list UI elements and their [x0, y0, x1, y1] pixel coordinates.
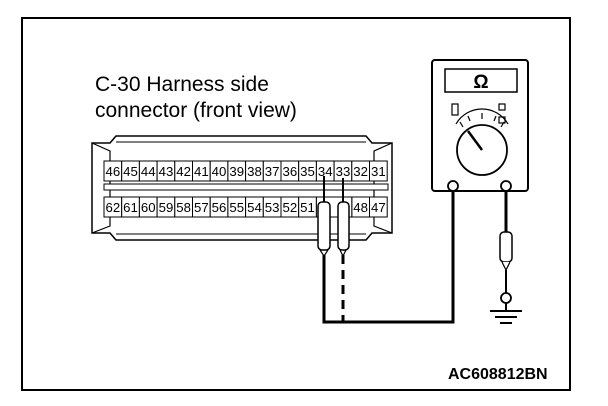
- ground-point: [500, 292, 512, 304]
- upper-row-terminal-label: 40: [212, 165, 227, 179]
- upper-row-terminal-label: 44: [141, 165, 156, 179]
- upper-row-terminal-label: 45: [123, 165, 138, 179]
- probe-solid-handle: [317, 201, 331, 251]
- upper-row-terminal-label: 41: [194, 165, 209, 179]
- range-indicator-left: [451, 103, 459, 116]
- connector-caption-line1: C-30 Harness side: [95, 73, 269, 96]
- meter-jack-right: [500, 180, 512, 192]
- lower-row-terminal-label: 51: [300, 201, 315, 215]
- upper-row-terminal-label: 38: [247, 165, 262, 179]
- ohmmeter: Ω: [431, 59, 529, 192]
- upper-row-terminal-label: 39: [229, 165, 244, 179]
- ground-probe-handle: [499, 231, 513, 263]
- range-indicator-right-top: [498, 103, 506, 111]
- lower-row-terminal-label: 55: [229, 201, 244, 215]
- upper-row-terminal-label: 31: [371, 165, 386, 179]
- lower-row-terminal-label: 48: [353, 201, 368, 215]
- lower-row-terminal-label: 54: [247, 201, 262, 215]
- lower-row-terminal-label: 57: [194, 201, 209, 215]
- meter-jack-left: [447, 180, 459, 192]
- figure-code: AC608812BN: [448, 366, 548, 383]
- lower-row-terminal-label: 60: [141, 201, 156, 215]
- probe-solid: [317, 176, 455, 324]
- connector-center-bar: [103, 183, 389, 191]
- connector-caption-line2: connector (front view): [95, 99, 297, 122]
- lower-row-terminal-label: 58: [176, 201, 191, 215]
- lower-row-terminal-label: 56: [212, 201, 227, 215]
- figure-frame: [21, 17, 571, 391]
- upper-row-terminal-label: 33: [336, 165, 351, 179]
- lower-row-terminal-label: 53: [265, 201, 280, 215]
- upper-row-terminal-label: 46: [106, 165, 121, 179]
- probe-dashed-handle: [337, 201, 350, 251]
- ohm-symbol: Ω: [473, 72, 488, 93]
- upper-row-terminal-label: 34: [318, 165, 333, 179]
- upper-row-terminal-label: 32: [353, 165, 368, 179]
- probe-dashed: [337, 178, 350, 324]
- upper-row-terminal-label: 35: [300, 165, 315, 179]
- upper-row-terminal-label: 36: [283, 165, 298, 179]
- ground-probe: [490, 191, 522, 324]
- upper-row-terminal-label: 43: [159, 165, 174, 179]
- upper-row-terminal-label: 42: [176, 165, 191, 179]
- lower-row-terminal-label: 47: [371, 201, 386, 215]
- lower-row-terminal-label: 59: [159, 201, 174, 215]
- meter-display: [444, 68, 518, 93]
- lower-row-cell: [369, 196, 388, 218]
- lower-row-terminal-label: 52: [283, 201, 298, 215]
- lower-row-terminal-label: 61: [123, 201, 138, 215]
- probe-solid-lead: [322, 191, 455, 324]
- upper-row-terminal-label: 37: [265, 165, 280, 179]
- dial-scale-arc: [455, 108, 509, 125]
- selector-pointer: [466, 130, 484, 151]
- probe-dashed-lead: [341, 255, 350, 324]
- lower-row-terminal-label: 62: [106, 201, 121, 215]
- upper-row-cell: [369, 160, 388, 182]
